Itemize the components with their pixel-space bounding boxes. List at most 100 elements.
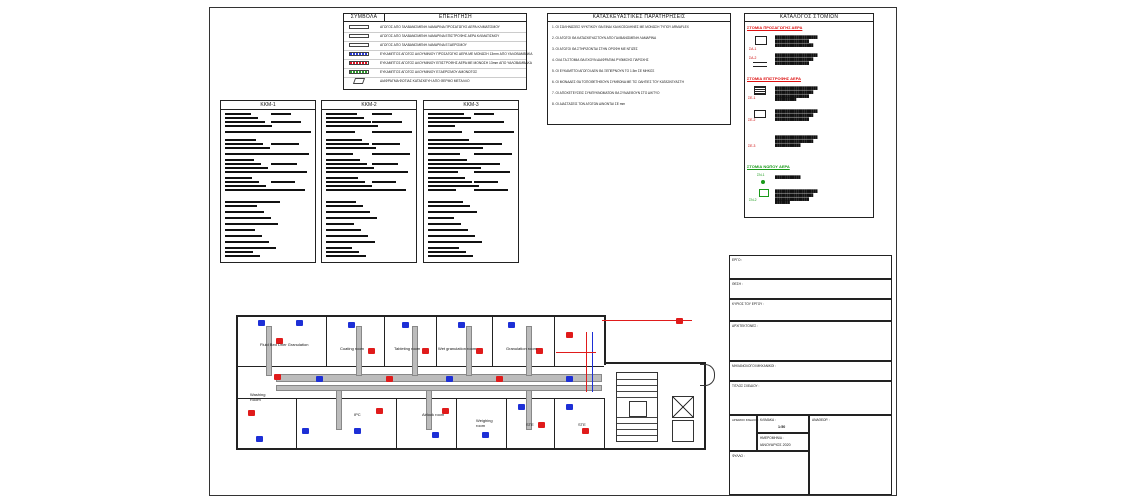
supply-diffuser — [316, 376, 323, 382]
wall — [236, 448, 706, 450]
calc-table-title: ΚΚΜ-3 — [424, 101, 518, 110]
tb-sheet: ΦΥΛΛΟ : — [729, 451, 809, 495]
return-grille — [422, 348, 429, 354]
illegible-text-bar — [326, 181, 365, 184]
partition — [506, 398, 507, 448]
return-grille — [536, 348, 543, 354]
illegible-text-bar — [271, 189, 305, 192]
illegible-text-bar — [271, 121, 301, 124]
illegible-text-bar — [326, 121, 371, 124]
diffuser-description: ████████████████████████████████████████… — [775, 35, 818, 47]
fresh-air-description: ████████████ — [775, 175, 801, 179]
illegible-text-bar — [225, 217, 271, 220]
illegible-text-bar — [428, 159, 467, 162]
illegible-text-bar — [326, 117, 364, 120]
refrigerant-pipe — [602, 320, 692, 321]
room-label: Washing Room — [250, 392, 266, 402]
illegible-text-bar — [428, 229, 468, 232]
main-duct — [276, 374, 602, 382]
illegible-text-bar — [225, 205, 257, 208]
partition — [554, 315, 555, 367]
illegible-text-bar — [428, 117, 471, 120]
legend-col-explanation: ΕΠΕΞΗΓΗΣΗ — [439, 14, 472, 20]
return-grille — [496, 376, 503, 382]
tb-architects: ΑΡΧΙΤΕΚΤΟΝΕΣ : — [729, 321, 892, 361]
branch-duct — [266, 326, 272, 376]
branch-duct — [426, 390, 432, 430]
supply-diffuser — [446, 376, 453, 382]
illegible-text-bar — [225, 147, 270, 150]
note-line: 3. ΟΙ ΑΓΩΓΟΙ ΘΑ ΣΤΗΡΙΖΟΝΤΑΙ ΣΤΗΝ ΟΡΟΦΗ Μ… — [552, 47, 638, 51]
legend-header: ΣΥΜΒΟΛΑ ΕΠΕΞΗΓΗΣΗ — [344, 14, 526, 22]
tb-drawing-title: ΤΙΤΛΟΣ ΣΧΕΔΙΟΥ : — [729, 381, 892, 415]
illegible-text-bar — [428, 125, 455, 128]
illegible-text-bar — [326, 211, 370, 214]
illegible-text-bar — [428, 147, 483, 150]
fresh-air-code: ΣΝ-1 — [757, 173, 765, 177]
illegible-text-bar — [372, 143, 400, 146]
room-label: STE — [578, 422, 586, 427]
illegible-text-bar — [428, 205, 470, 208]
tb-scale: ΚΛΙΜΑΚΑ : 1:50 — [757, 415, 809, 433]
partition — [436, 315, 437, 367]
room-label: Fluid Bed Drier Granulation — [260, 342, 309, 347]
illegible-text-bar — [326, 171, 381, 174]
tb-label: ΕΡΓΟ : — [732, 258, 743, 262]
supply-diffuser-icon — [755, 36, 767, 45]
supply-diffusers-heading: ΣΤΟΜΙΑ ΠΡΟΣΑΓΩΓΗΣ ΑΕΡΑ — [747, 25, 803, 30]
illegible-text-bar — [225, 189, 273, 192]
tb-location: ΘΕΣΗ : — [729, 279, 892, 299]
illegible-text-bar — [271, 143, 299, 146]
grille-code: ΣΕ-2 — [748, 118, 756, 122]
duct-return-symbol — [349, 34, 369, 38]
calc-table-title: ΚΚΜ-2 — [322, 101, 416, 110]
tb-label: ΑΝΑΘΕΩΡ. : — [812, 418, 830, 422]
illegible-text-bar — [225, 185, 266, 188]
supply-diffuser — [432, 432, 439, 438]
illegible-text-bar — [474, 163, 500, 166]
illegible-text-bar — [428, 143, 476, 146]
illegible-text-bar — [326, 189, 379, 192]
room-label: Coating room — [340, 346, 365, 351]
illegible-text-bar — [326, 255, 366, 258]
illegible-text-bar — [326, 167, 374, 170]
illegible-text-bar — [225, 181, 259, 184]
partition — [604, 398, 605, 448]
illegible-text-bar — [428, 185, 479, 188]
illegible-text-bar — [326, 247, 352, 250]
partition — [384, 315, 385, 367]
diffuser-code: ΣΑ-2 — [749, 56, 757, 60]
tb-engineers: ΜΗΧΑΝΟΛΟΓΟΙ ΜΗΧΑΝΙΚΟΙ : — [729, 361, 892, 381]
illegible-text-bar — [225, 251, 253, 254]
corridor-wall — [238, 366, 604, 367]
illegible-text-bar — [326, 143, 369, 146]
illegible-text-bar — [428, 211, 477, 214]
illegible-text-bar — [225, 131, 279, 134]
tb-owner: ΚΥΡΙΟΣ ΤΟΥ ΕΡΓΟΥ : — [729, 299, 892, 321]
illegible-text-bar — [474, 181, 498, 184]
illegible-text-bar — [372, 171, 408, 174]
return-grille — [274, 374, 281, 380]
partition — [492, 315, 493, 367]
calc-table-kkm-2: ΚΚΜ-2 — [321, 100, 417, 263]
tb-project: ΕΡΓΟ : — [729, 255, 892, 279]
legend-row-text: ΕΥΚΑΜΠΤΟΣ ΑΓΩΓΟΣ ΑΛΟΥΜΙΝΙΟΥ ΕΞΑΕΡΙΣΜΟΥ Α… — [380, 70, 478, 74]
return-duct — [276, 385, 602, 391]
illegible-text-bar — [326, 153, 353, 156]
room-label: STE — [526, 422, 534, 427]
illegible-text-bar — [271, 153, 309, 156]
tb-label: ΤΙΤΛΟΣ ΣΧΕΔΙΟΥ : — [732, 384, 760, 388]
illegible-text-bar — [225, 171, 275, 174]
outdoor-unit — [676, 318, 683, 324]
fresh-air-description: ████████████████████████████████████████… — [775, 189, 818, 205]
illegible-text-bar — [326, 241, 375, 244]
illegible-text-bar — [225, 229, 255, 232]
legend-row: ΕΥΚΑΜΠΤΟΣ ΑΓΩΓΟΣ ΑΛΟΥΜΙΝΙΟΥ ΠΡΟΣΑΓΩΓΗΣ Α… — [344, 50, 532, 60]
illegible-text-bar — [428, 189, 456, 192]
supply-diffuser — [348, 322, 355, 328]
supply-diffuser — [482, 432, 489, 438]
illegible-text-bar — [474, 121, 504, 124]
illegible-text-bar — [326, 113, 357, 116]
tb-drawing-no: ΑΡΙΘΜΟΣ ΣΧΕΔΙΟΥ : — [729, 415, 759, 451]
note-line: 8. ΟΙ ΔΙΑΣΤΑΣΕΙΣ ΤΩΝ ΑΓΩΓΩΝ ΔΙΝΟΝΤΑΙ ΣΕ … — [552, 102, 626, 106]
